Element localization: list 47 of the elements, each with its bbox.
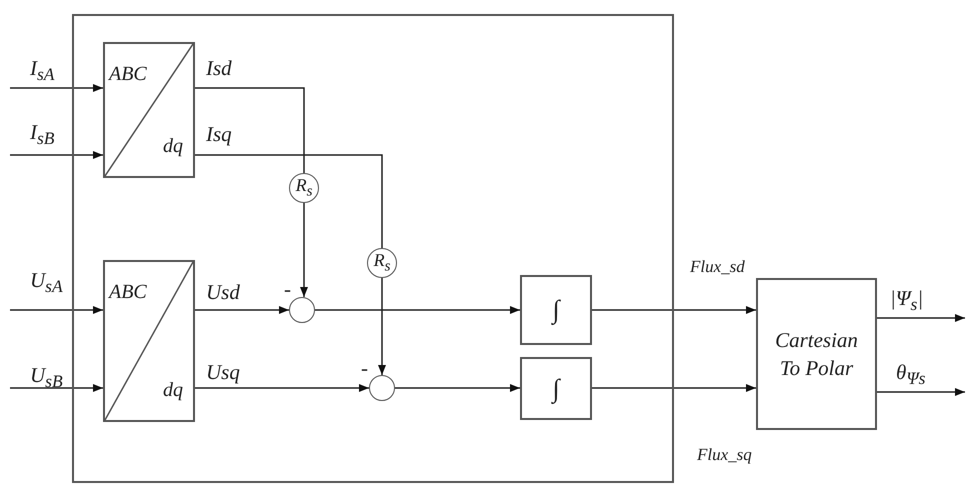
signal-arrow: [592, 384, 756, 392]
integral-symbol: ∫: [552, 376, 560, 402]
signal-label: Isq: [206, 124, 232, 145]
signal-label: I$_{sB}$: [30, 122, 54, 148]
signal-line: [195, 87, 305, 173]
signal-label: -: [284, 279, 291, 300]
block-label: Cartesian To Polar: [774, 326, 859, 382]
signal-label: Flux_sq: [697, 446, 752, 463]
signal-label: U$_{sA}$: [30, 270, 63, 296]
signal-arrow: [10, 151, 103, 159]
signal-label: |Ψ$_{s}$|: [890, 288, 924, 314]
signal-arrow: [877, 388, 965, 396]
signal-label: -: [361, 358, 368, 379]
signal-label: Usd: [206, 282, 240, 303]
signal-arrow: [395, 384, 520, 392]
block-label: R$_{s}$: [374, 251, 390, 275]
signal-label: θ$_{Ψs}$: [896, 362, 926, 388]
signal-arrow: [877, 314, 965, 322]
signal-arrow: [300, 203, 308, 297]
outer-frame-box: [72, 14, 674, 483]
signal-arrow: [195, 306, 289, 314]
summing-junction-circle: [289, 297, 315, 323]
output-frame-label: dq: [163, 136, 183, 156]
signal-label: Flux_sd: [690, 258, 745, 275]
block-label: R$_{s}$: [296, 176, 312, 200]
signal-arrow: [10, 84, 103, 92]
signal-arrow: [592, 306, 756, 314]
resistance-gain-circle: [367, 248, 397, 278]
signal-label: Isd: [206, 58, 232, 79]
signal-arrow: [315, 306, 520, 314]
integral-symbol: ∫: [552, 297, 560, 323]
signal-arrow: [378, 278, 386, 375]
integrator-block: [520, 357, 592, 420]
summing-junction-circle: [369, 375, 395, 401]
resistance-gain-circle: [289, 173, 319, 203]
signal-label: Usq: [206, 362, 240, 383]
output-frame-label: dq: [163, 380, 183, 400]
signal-line: [195, 154, 383, 248]
cartesian-to-polar-block: [756, 278, 877, 430]
signal-arrow: [10, 306, 103, 314]
signal-arrow: [195, 384, 369, 392]
input-frame-label: ABC: [109, 64, 147, 84]
signal-label: I$_{sA}$: [30, 58, 54, 84]
input-frame-label: ABC: [109, 282, 147, 302]
signal-arrow: [10, 384, 103, 392]
signal-label: U$_{sB}$: [30, 365, 63, 391]
integrator-block: [520, 275, 592, 345]
